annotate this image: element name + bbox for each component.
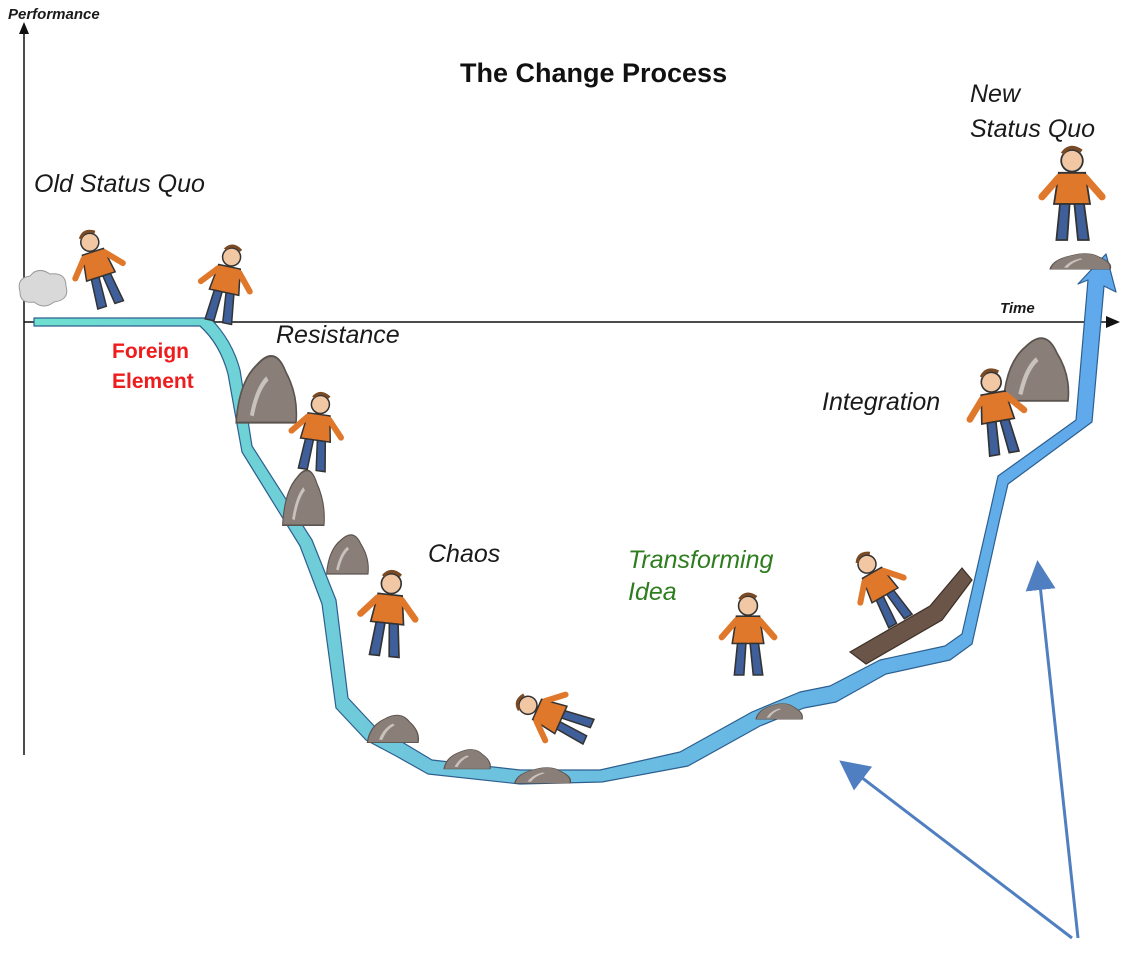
figure-chaos-falling: [356, 569, 420, 659]
pointer-arrow-left: [839, 760, 1073, 940]
figure-bottom-crawling: [508, 678, 599, 755]
label-foreign-element: Foreign Element: [112, 337, 194, 397]
rock-decorations: [18, 251, 1113, 786]
rock-slope: [283, 470, 325, 525]
label-transforming-idea: Transforming Idea: [628, 544, 773, 608]
figures: [63, 148, 1102, 755]
y-axis-arrowhead: [19, 22, 29, 34]
label-transforming-idea-line2: Idea: [628, 578, 677, 606]
diagram-title: The Change Process: [460, 58, 728, 88]
figure-new-status-quo: [1042, 148, 1102, 240]
rock-bottom-mid: [442, 747, 492, 771]
rock-integration-climb: [1004, 338, 1069, 401]
dust-cloud: [18, 270, 68, 307]
label-chaos: Chaos: [428, 540, 501, 568]
rock-chaos: [325, 533, 370, 576]
label-foreign-element-line1: Foreign: [112, 340, 189, 363]
label-new-status-quo: New Status Quo: [970, 77, 1095, 147]
pointer-arrows: [839, 560, 1080, 940]
log-on-slope: [848, 567, 973, 665]
rock-bottom-left: [365, 713, 421, 745]
figure-stumbling: [193, 241, 258, 327]
label-transforming-idea-line1: Transforming: [628, 546, 774, 574]
label-foreign-element-line2: Element: [112, 370, 194, 393]
change-curve: [33, 253, 1117, 785]
label-new-status-quo-line1: New: [970, 80, 1021, 108]
x-axis-label: Time: [1000, 300, 1035, 317]
label-old-status-quo: Old Status Quo: [34, 170, 205, 198]
figure-running: [63, 224, 134, 313]
label-new-status-quo-line2: Status Quo: [970, 115, 1096, 143]
y-axis-label: Performance: [8, 6, 100, 23]
rock-resistance: [236, 356, 296, 423]
label-resistance: Resistance: [276, 321, 400, 349]
x-axis-arrowhead: [1106, 316, 1120, 328]
label-integration: Integration: [822, 388, 941, 416]
rock-new-status-quo: [1048, 251, 1113, 272]
pointer-arrow-right: [1025, 560, 1080, 939]
